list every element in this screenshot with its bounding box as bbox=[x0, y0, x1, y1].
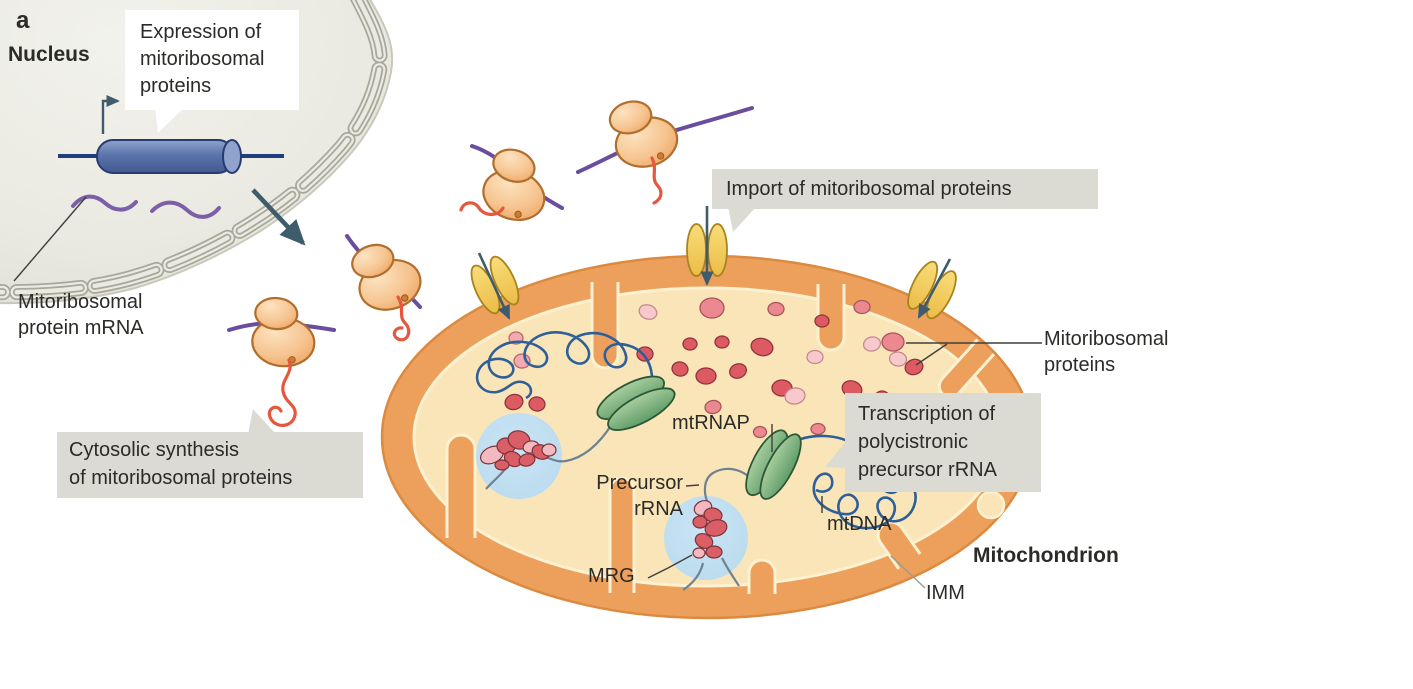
mrna-label-leader bbox=[13, 196, 87, 282]
imm-label: IMM bbox=[926, 582, 965, 604]
import-channels bbox=[464, 206, 963, 324]
callout-line: polycistronic bbox=[858, 431, 969, 453]
cytosolic-ribosomes bbox=[227, 91, 754, 427]
ribosome-1 bbox=[604, 91, 684, 175]
rrna-blobs bbox=[692, 500, 728, 559]
nucleus-label: Nucleus bbox=[8, 43, 90, 66]
expression-pointer bbox=[155, 106, 186, 133]
cytosolic-synthesis-callout: Cytosolic synthesis of mitoribosomal pro… bbox=[57, 432, 363, 498]
callout-pointers bbox=[155, 106, 847, 468]
precursor-rrna-leader bbox=[685, 484, 700, 487]
callout-line: Cytosolic synthesis bbox=[69, 439, 240, 461]
import-pointer bbox=[728, 206, 757, 232]
mtrnap-polymerase-1 bbox=[596, 375, 676, 431]
mitoribosomal-proteins-label: Mitoribosomal proteins bbox=[1044, 328, 1169, 376]
promoter-arrow bbox=[101, 95, 120, 134]
import-arrow-right bbox=[917, 258, 952, 319]
callout-line: Expression of bbox=[140, 21, 262, 43]
nuclear-export-arrow bbox=[251, 188, 306, 246]
mitoribosomal-protein-dots bbox=[504, 297, 924, 439]
imm-leader bbox=[890, 555, 926, 589]
callout-line: Transcription of bbox=[858, 403, 996, 425]
import-arrow-left bbox=[477, 252, 511, 320]
nascent-chain-1 bbox=[650, 156, 663, 205]
cytosolic-pointer bbox=[248, 409, 276, 434]
mtrnap-label: mtRNAP bbox=[672, 412, 750, 434]
callout-line: proteins bbox=[140, 75, 212, 97]
transcription-pointer bbox=[825, 440, 847, 468]
gene-cylinder-cap bbox=[222, 139, 242, 174]
mito-proteins-leader-2 bbox=[915, 343, 948, 366]
nuclear-gene bbox=[58, 95, 284, 174]
nascent-chain-2 bbox=[459, 201, 505, 216]
mitoribosomal-mrna-label: Mitoribosomal protein mRNA bbox=[18, 291, 144, 339]
mrg-granule-left bbox=[476, 413, 613, 499]
import-callout: Import of mitoribosomal proteins bbox=[712, 169, 1098, 209]
precursor-rrna-label: Precursor rRNA bbox=[596, 472, 683, 520]
mtdna-nucleoid-left bbox=[475, 331, 676, 431]
callout-line: precursor rRNA bbox=[858, 459, 997, 481]
callout-line: of mitoribosomal proteins bbox=[69, 467, 293, 489]
mtrnap-polymerase-2 bbox=[745, 429, 802, 500]
nascent-chain-4 bbox=[267, 358, 297, 427]
leader-lines bbox=[647, 342, 1042, 589]
nascent-chain-3 bbox=[392, 295, 411, 342]
rrna-blobs bbox=[480, 430, 557, 471]
transcription-callout: Transcription of polycistronic precursor… bbox=[845, 393, 1041, 492]
gene-cylinder bbox=[96, 139, 235, 174]
crista-section bbox=[976, 490, 1006, 520]
panel-label: a bbox=[16, 7, 30, 34]
expression-callout: Expression of mitoribosomal proteins bbox=[125, 10, 299, 110]
ribosome-4 bbox=[249, 295, 319, 370]
mtdna-label: mtDNA bbox=[827, 513, 892, 535]
callout-line: mitoribosomal bbox=[140, 48, 265, 70]
mrg-leader bbox=[647, 554, 693, 579]
mrg-label: MRG bbox=[588, 565, 635, 587]
ribosome-3 bbox=[345, 232, 428, 319]
nuclear-mrna-waves bbox=[71, 194, 221, 219]
mitochondrion-label: Mitochondrion bbox=[973, 544, 1119, 567]
